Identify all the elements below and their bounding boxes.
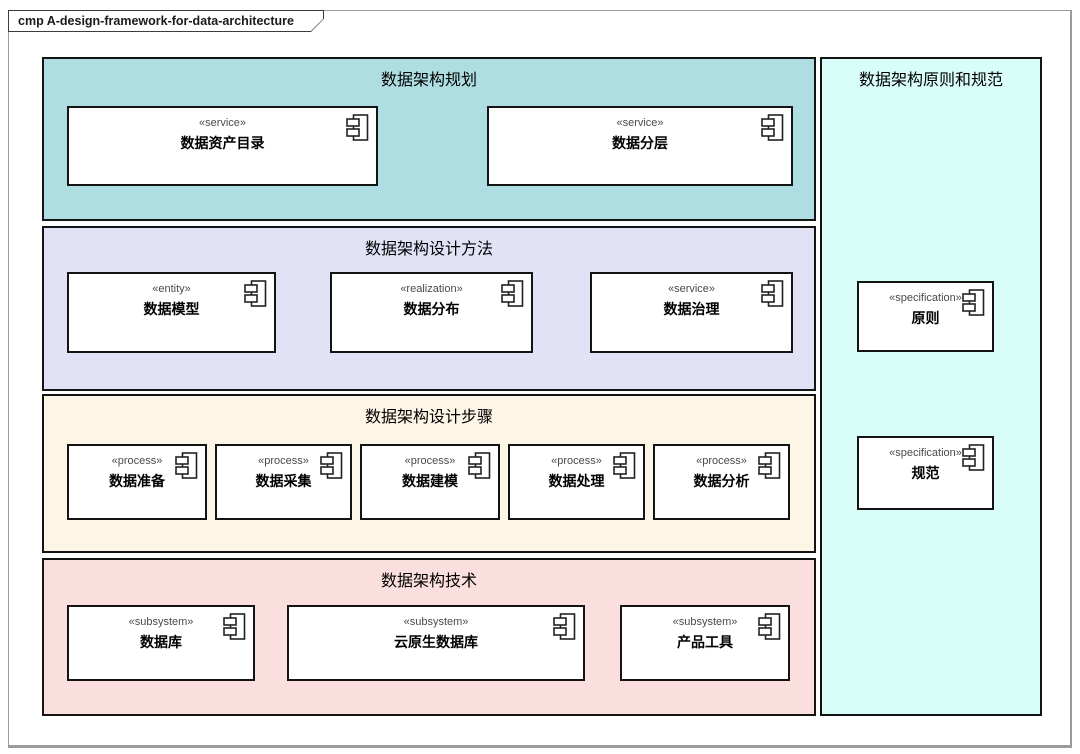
component-name: 云原生数据库 (394, 634, 478, 650)
component-principles[interactable]: «specification» 原则 (857, 281, 994, 352)
component-name: 原则 (911, 310, 940, 326)
section-planning-title: 数据架构规划 (380, 72, 477, 89)
component-name: 规范 (911, 465, 940, 481)
component-stereotype: «realization» (400, 283, 463, 295)
component-name: 数据采集 (255, 473, 312, 489)
component-stereotype: «process» (404, 455, 456, 467)
component-name: 数据建模 (402, 473, 458, 489)
component-stereotype: «service» (616, 117, 664, 129)
component-stereotype: «specification» (889, 292, 962, 304)
component-stereotype: «process» (696, 455, 747, 467)
component-data-preparation[interactable]: «process» 数据准备 (67, 444, 207, 520)
component-data-governance[interactable]: «service» 数据治理 (590, 272, 793, 353)
section-design-steps[interactable]: 数据架构设计步骤 «process» 数据准备 «process» 数据采集 (42, 394, 816, 553)
component-stereotype: «process» (551, 455, 602, 467)
component-name: 数据处理 (548, 473, 605, 489)
component-stereotype: «subsystem» (672, 616, 738, 628)
component-data-processing[interactable]: «process» 数据处理 (508, 444, 645, 520)
section-technology[interactable]: 数据架构技术 «subsystem» 数据库 «subsystem» 云原生数据… (42, 558, 816, 716)
component-name: 数据库 (140, 634, 182, 650)
component-name: 数据分布 (403, 301, 460, 317)
component-stereotype: «process» (111, 455, 163, 467)
component-name: 产品工具 (677, 634, 733, 650)
component-product-tools[interactable]: «subsystem» 产品工具 (620, 605, 790, 681)
component-data-layering[interactable]: «service» 数据分层 (487, 106, 793, 186)
frame-label: cmp A-design-framework-for-data-architec… (18, 14, 294, 28)
component-stereotype: «subsystem» (128, 616, 194, 628)
uml-component-icon (175, 452, 198, 479)
component-name: 数据分析 (693, 473, 750, 489)
side-panel-title: 数据架构原则和规范 (858, 72, 1003, 89)
component-data-collection[interactable]: «process» 数据采集 (215, 444, 352, 520)
component-data-modeling[interactable]: «process» 数据建模 (360, 444, 500, 520)
uml-component-icon (761, 280, 784, 307)
uml-component-icon (244, 280, 267, 307)
uml-component-icon (346, 114, 369, 141)
component-stereotype: «specification» (889, 447, 962, 459)
uml-component-icon (613, 452, 636, 479)
section-design-methods-title: 数据架构设计方法 (364, 241, 493, 258)
uml-component-icon (553, 613, 576, 640)
component-stereotype: «service» (198, 117, 247, 129)
component-database[interactable]: «subsystem» 数据库 (67, 605, 255, 681)
component-stereotype: «process» (258, 455, 309, 467)
uml-component-icon (758, 613, 781, 640)
uml-component-icon (320, 452, 343, 479)
component-name: 数据模型 (143, 301, 200, 317)
component-stereotype: «entity» (152, 283, 191, 295)
uml-component-icon (962, 444, 985, 471)
component-name: 数据准备 (109, 473, 165, 489)
section-design-methods[interactable]: 数据架构设计方法 «entity» 数据模型 «realization» 数据分… (42, 226, 816, 391)
section-principles-and-specifications[interactable]: 数据架构原则和规范 «specification» 原则 «specificat… (820, 57, 1042, 716)
component-name: 数据分层 (612, 135, 668, 151)
component-data-asset-catalog[interactable]: «service» 数据资产目录 (67, 106, 378, 186)
component-data-analysis[interactable]: «process» 数据分析 (653, 444, 790, 520)
component-data-distribution[interactable]: «realization» 数据分布 (330, 272, 533, 353)
component-specifications[interactable]: «specification» 规范 (857, 436, 994, 510)
uml-component-icon (758, 452, 781, 479)
component-cloud-native-database[interactable]: «subsystem» 云原生数据库 (287, 605, 585, 681)
component-stereotype: «service» (667, 283, 716, 295)
component-data-model[interactable]: «entity» 数据模型 (67, 272, 276, 353)
component-name: 数据资产目录 (180, 135, 265, 151)
component-name: 数据治理 (663, 301, 720, 317)
section-planning[interactable]: 数据架构规划 «service» 数据资产目录 «service» 数据分层 (42, 57, 816, 221)
section-design-steps-title: 数据架构设计步骤 (364, 409, 493, 426)
section-technology-title: 数据架构技术 (380, 573, 477, 590)
frame-label-tab-inner: cmp A-design-framework-for-data-architec… (9, 11, 323, 31)
uml-component-icon (223, 613, 246, 640)
uml-component-icon (761, 114, 784, 141)
uml-component-icon (468, 452, 491, 479)
uml-component-icon (501, 280, 524, 307)
component-stereotype: «subsystem» (403, 616, 469, 628)
uml-component-icon (962, 289, 985, 316)
frame-label-tab: cmp A-design-framework-for-data-architec… (8, 10, 324, 32)
